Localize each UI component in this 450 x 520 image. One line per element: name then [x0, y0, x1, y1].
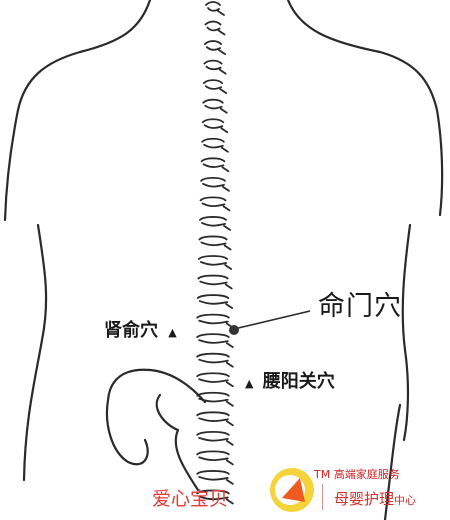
vertebra	[205, 1, 225, 16]
vertebra	[202, 98, 228, 114]
label-mingmen: 命门穴	[318, 291, 402, 322]
vertebra	[202, 79, 228, 95]
watermark-left-text: 爱心宝贝	[152, 488, 229, 510]
pelvis-inner-outline	[155, 393, 200, 492]
vertebra	[196, 470, 234, 485]
vertebra	[199, 216, 231, 231]
watermark-logo-icon	[270, 468, 314, 512]
right-waist-outline	[401, 223, 412, 442]
watermark-tagline: TM 高端家庭服务	[314, 468, 400, 481]
left-torso-outline	[3, 0, 152, 222]
vertebra	[197, 255, 233, 270]
vertebra	[196, 450, 234, 466]
watermark-divider	[322, 484, 323, 510]
vertebra	[201, 118, 229, 134]
mingmen-pointer-line	[233, 310, 311, 330]
vertebra	[204, 40, 226, 55]
vertebra	[196, 489, 234, 505]
vertebra	[196, 313, 234, 329]
spine	[196, 1, 234, 505]
label-shenshu: 肾俞穴 ▲	[104, 316, 177, 342]
vertebra	[198, 235, 232, 251]
label-shenshu-text: 肾俞穴	[104, 320, 158, 341]
watermark-main: 母婴护理中心	[334, 488, 416, 509]
left-waist-outline	[22, 223, 48, 482]
triangle-marker-icon: ▲	[168, 326, 177, 339]
vertebra	[196, 372, 234, 388]
vertebra	[196, 411, 234, 427]
label-yaoyangguan: ▲ 腰阳关穴	[245, 367, 335, 393]
vertebra	[201, 137, 229, 153]
watermark-suffix-text: 中心	[394, 494, 417, 507]
vertebra	[204, 20, 226, 36]
right-torso-outline	[286, 0, 444, 217]
vertebra	[196, 294, 234, 309]
vertebra	[200, 157, 230, 173]
vertebra	[196, 352, 234, 368]
watermark-main-text: 母婴护理	[334, 490, 395, 508]
vertebra	[197, 274, 233, 290]
pelvis-outline	[105, 368, 207, 466]
mingmen-point	[229, 325, 239, 335]
vertebra	[196, 430, 234, 446]
vertebra	[203, 59, 227, 75]
right-lower-outline	[383, 403, 402, 520]
vertebra	[199, 196, 231, 212]
label-yaoyangguan-text: 腰阳关穴	[262, 371, 335, 392]
vertebra	[196, 333, 234, 349]
vertebra	[200, 176, 230, 192]
vertebra	[196, 391, 234, 407]
triangle-marker-icon: ▲	[245, 377, 254, 390]
